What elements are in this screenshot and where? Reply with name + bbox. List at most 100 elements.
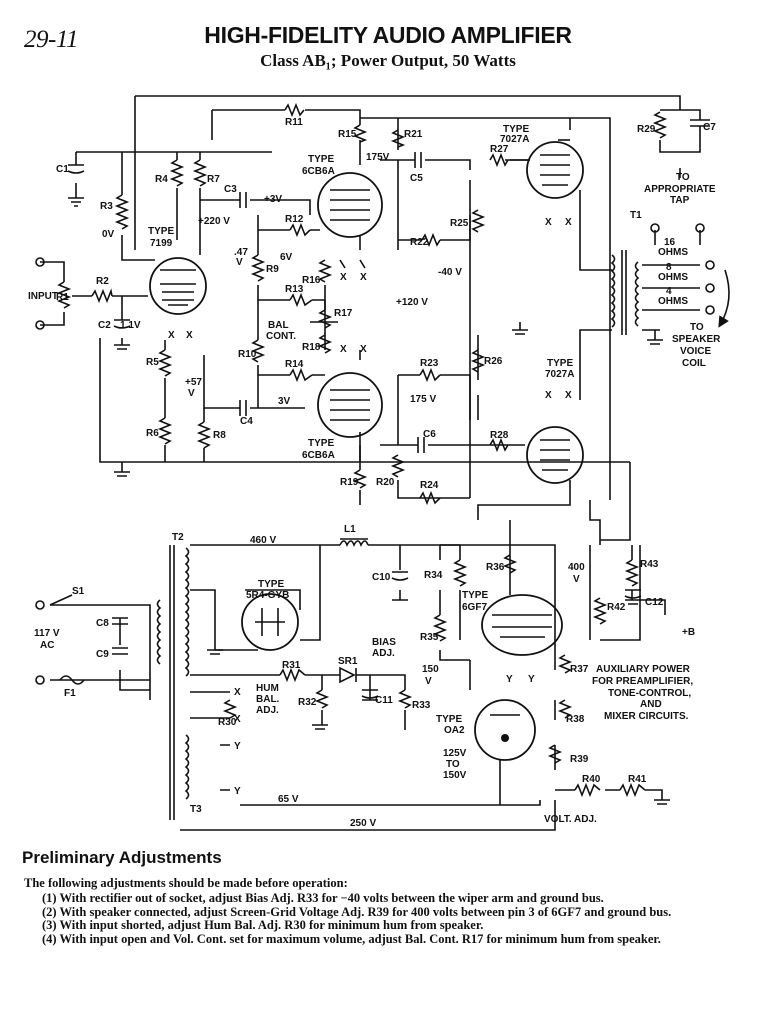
resistor-r33: [397, 689, 413, 709]
input-terminal: [35, 320, 45, 330]
page-subtitle: Class AB₁; Power Output, 50 Watts: [260, 51, 516, 70]
resistor-r22: [421, 232, 441, 248]
label-r30: R30: [218, 717, 237, 728]
label-hum-adj: ADJ.: [256, 705, 279, 716]
resistor-r27: [489, 152, 509, 168]
tube-v5-envelope: [526, 426, 584, 484]
label-r6: R6: [146, 428, 159, 439]
voltage-125-150: 150V: [443, 770, 467, 781]
resistor-r23: [419, 367, 441, 383]
label-speaker-3: VOICE: [680, 346, 711, 357]
voltage-150: 150: [422, 664, 439, 675]
label-r10: R10: [238, 349, 257, 360]
adjustment-item: (2) With speaker connected, adjust Scree…: [42, 904, 672, 919]
adjustment-item: (4) With input open and Vol. Cont. set f…: [42, 931, 661, 946]
resistor-r41: [619, 782, 646, 798]
label-v3-type: 6CB6A: [302, 450, 335, 461]
label-v1-type-word: TYPE: [148, 226, 174, 237]
label-bal-adj: BAL.: [256, 694, 280, 705]
voltage-6: 6V: [280, 252, 293, 263]
label-speaker-1: TO: [690, 322, 704, 333]
capacitor-c3: [239, 192, 247, 208]
label-r32: R32: [298, 697, 317, 708]
label-r19: R19: [340, 477, 359, 488]
resistor-r15: [352, 124, 368, 143]
label-to-tap-1: TO: [676, 172, 690, 183]
label-v4-type: 7027A: [500, 134, 529, 145]
label-bias-adj: ADJ.: [372, 648, 395, 659]
label-r39: R39: [570, 754, 589, 765]
label-r23: R23: [420, 358, 439, 369]
voltage-120: +120 V: [396, 297, 428, 308]
resistor-symbols: [56, 102, 668, 798]
resistor-r5: [157, 349, 173, 377]
label-x-5: X: [340, 272, 347, 283]
label-r42: R42: [607, 602, 626, 613]
label-y-2: Y: [234, 786, 241, 797]
label-v5-type: 7027A: [545, 369, 574, 380]
label-bias: BIAS: [372, 637, 396, 648]
capacitor-c2: [113, 319, 131, 329]
label-v4-type-word: TYPE: [503, 124, 529, 135]
tube-v2-envelope: [317, 172, 383, 238]
label-r33: R33: [412, 700, 431, 711]
resistor-r14: [289, 367, 313, 383]
tube-vr-dot: [501, 734, 509, 742]
amplifier-schematic: R1 R2 R3 R4 R5 R6 R7 R8 R9 R10 R11 R12 R…: [28, 95, 730, 831]
label-x-1: X: [234, 687, 241, 698]
switch-s1: [49, 594, 73, 606]
label-c3: C3: [224, 184, 237, 195]
label-r21: R21: [404, 129, 423, 140]
label-r1: R1: [56, 292, 69, 303]
resistor-r11: [284, 102, 305, 118]
schematic-labels: R1 R2 R3 R4 R5 R6 R7 R8 R9 R10 R11 R12 R…: [28, 117, 721, 829]
resistor-r35: [432, 614, 448, 642]
voltage-125-to: TO: [446, 759, 460, 770]
label-r13: R13: [285, 284, 304, 295]
label-r8: R8: [213, 430, 226, 441]
magnetics-and-switches: [35, 223, 730, 820]
capacitor-c4: [239, 400, 247, 416]
ground-symbol: [207, 649, 223, 655]
label-ohms8-word: OHMS: [658, 272, 688, 283]
label-reg-type: 6GF7: [462, 602, 487, 613]
label-cont: CONT.: [266, 331, 296, 342]
speaker-terminal: [705, 283, 715, 293]
label-c12: C12: [645, 597, 664, 608]
adjustments-list: (1) With rectifier out of socket, adjust…: [24, 891, 754, 946]
capacitor-c5: [414, 152, 422, 168]
label-r35: R35: [420, 632, 439, 643]
resistor-r29: [652, 111, 668, 139]
label-c6: C6: [423, 429, 436, 440]
label-r40: R40: [582, 774, 601, 785]
label-r18: R18: [302, 342, 321, 353]
label-r16: R16: [302, 275, 321, 286]
label-r37: R37: [570, 664, 589, 675]
label-s1: S1: [72, 586, 85, 597]
resistor-r40: [574, 782, 601, 798]
speaker-terminal: [705, 305, 715, 315]
label-r22: R22: [410, 237, 429, 248]
label-x-10: X: [565, 217, 572, 228]
label-t3: T3: [190, 804, 202, 815]
label-r36: R36: [486, 562, 505, 573]
resistor-r1: [56, 281, 72, 309]
ground-symbol: [68, 197, 84, 207]
label-r7: R7: [207, 174, 220, 185]
label-aux-2: FOR PREAMPLIFIER,: [592, 676, 693, 687]
label-r27: R27: [490, 144, 509, 155]
voltage-460: 460 V: [250, 535, 276, 546]
speaker-terminal: [705, 260, 715, 270]
power-transformer-t2-secondary: [184, 547, 190, 677]
input-terminal: [35, 257, 45, 267]
label-r43: R43: [640, 559, 659, 570]
label-r34: R34: [424, 570, 443, 581]
label-ohms16: 16: [664, 237, 676, 248]
label-r24: R24: [420, 480, 439, 491]
adjustments-intro: The following adjustments should be made…: [24, 876, 348, 890]
label-t1: T1: [630, 210, 642, 221]
voltage-3b: 3V: [278, 396, 291, 407]
voltage-175b: 175 V: [410, 394, 436, 405]
label-x-7: X: [340, 344, 347, 355]
ground-symbol: [114, 344, 130, 350]
